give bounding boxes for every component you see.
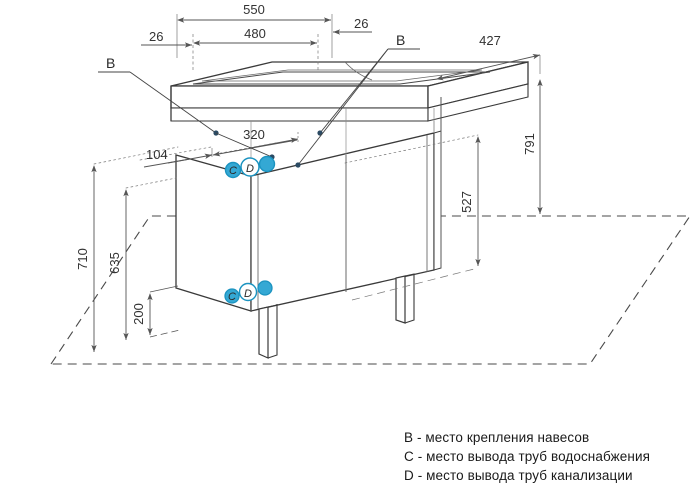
marker-c-upper-right-circle [258, 155, 276, 173]
callout-b-right-point-2 [295, 162, 301, 168]
dim-label-200: 200 [131, 303, 146, 325]
countertop-front-apron [170, 85, 429, 109]
cabinet-body [175, 130, 442, 312]
ext-line-200-bottom [149, 329, 181, 338]
leg-front-right-side [404, 273, 415, 324]
cabinet-front-face [250, 132, 435, 312]
dimension-635: 635 [107, 177, 177, 340]
legend-line-d: D - место вывода труб канализации [404, 468, 633, 483]
dim-label-26-left: 26 [149, 29, 163, 44]
countertop-underside-front [170, 107, 429, 122]
callout-b-left-leader-1 [129, 71, 217, 134]
legend-block: B - место крепления навесов C - место вы… [404, 428, 694, 485]
marker-c-lower-circle [224, 288, 240, 304]
leg-front-left-side [267, 304, 278, 359]
marker-d-upper-label: D [246, 163, 254, 175]
pipe-markers-lower: C D [224, 280, 273, 304]
dim-label-104: 104 [146, 147, 168, 162]
callout-b-left-label: B [106, 55, 115, 71]
dimension-320: 320 [209, 127, 299, 157]
leg-front-left-top-edge [267, 304, 278, 308]
dimension-427: 427 [436, 33, 541, 81]
ext-line-200-top [149, 285, 179, 293]
ext-line-635-top [125, 177, 177, 189]
basin-bowl-contour [344, 61, 373, 81]
dim-label-527: 527 [459, 191, 474, 213]
marker-d-lower-label: D [244, 288, 252, 300]
dim-label-320: 320 [243, 127, 265, 142]
cabinet-left-side-face [175, 154, 252, 312]
dimension-480: 480 [192, 26, 319, 72]
cabinet-legs [258, 273, 415, 359]
dim-label-710: 710 [75, 248, 90, 270]
dim-label-791: 791 [522, 133, 537, 155]
callout-b-left-leader-2 [215, 132, 273, 158]
dimension-791: 791 [522, 55, 543, 214]
marker-d-upper-circle [240, 157, 260, 177]
dimension-527: 527 [344, 134, 481, 301]
legend-line-b: B - место крепления навесов [404, 430, 590, 445]
dim-label-635: 635 [107, 252, 122, 274]
countertop-underside-right [427, 83, 529, 122]
dim-label-480: 480 [244, 26, 266, 41]
cabinet-right-side-face [433, 130, 442, 271]
marker-c-lower-right-circle [257, 280, 273, 296]
dimension-104: 104 [139, 146, 213, 168]
dim-label-427: 427 [479, 33, 501, 48]
ext-line-710-top [93, 146, 179, 165]
callout-b-right-label: B [396, 32, 405, 48]
leg-front-right [395, 275, 406, 324]
pipe-markers-upper: C D [224, 155, 276, 179]
dimension-26-left: 26 [141, 29, 192, 48]
dimension-26-right: 26 [333, 16, 372, 35]
ext-line-104 [139, 146, 212, 161]
callout-b-left: B [98, 55, 275, 160]
dim-label-26-right: 26 [354, 16, 368, 31]
marker-c-lower-label: C [228, 291, 236, 303]
callout-b-right-leader-2 [297, 48, 389, 166]
washbasin-countertop [170, 61, 529, 122]
dimension-550: 550 [176, 2, 333, 58]
dim-arrow-104 [167, 153, 213, 164]
ext-line-527-bottom [351, 267, 479, 301]
legend-line-c: C - место вывода труб водоснабжения [404, 449, 650, 464]
dim-label-550: 550 [243, 2, 265, 17]
dimension-200: 200 [131, 285, 181, 338]
dim-line-320-right-arrow [249, 137, 299, 149]
callout-b-right: B [295, 32, 420, 168]
marker-c-upper-label: C [229, 165, 237, 177]
dimension-710: 710 [75, 146, 179, 352]
marker-d-lower-circle [238, 282, 258, 302]
marker-c-upper-circle [224, 161, 242, 179]
dim-line-427 [436, 54, 541, 81]
leg-front-left [258, 306, 269, 359]
